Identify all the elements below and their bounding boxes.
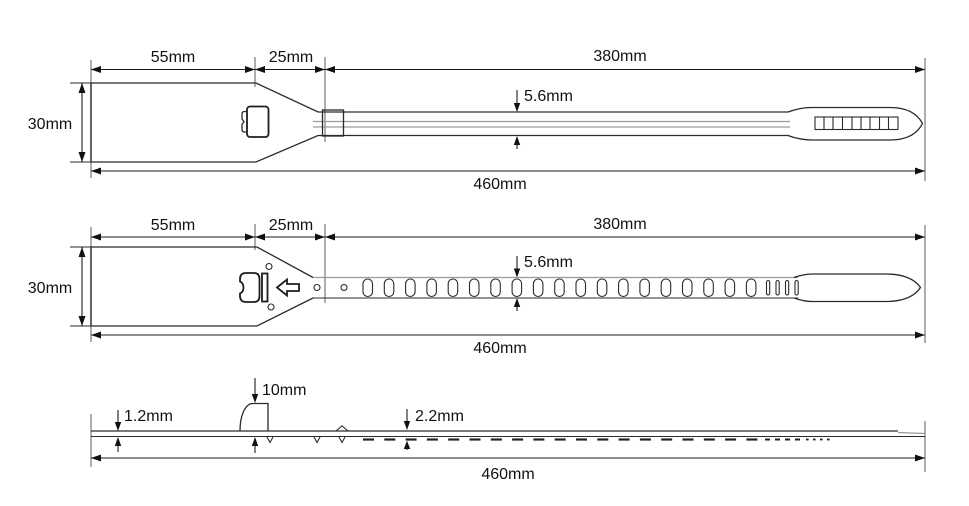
label-55mm: 55mm xyxy=(151,49,195,66)
strap-edge-outline xyxy=(91,402,926,444)
label-460mm: 460mm xyxy=(473,176,526,193)
rivet-hole xyxy=(267,303,275,311)
dimension-460mm: 460mm xyxy=(91,331,925,357)
label-5-6mm: 5.6mm xyxy=(524,88,573,105)
tooth-dashes xyxy=(363,438,830,441)
lock-bar xyxy=(261,272,269,303)
dimension-460mm: 460mm xyxy=(91,167,925,193)
seal-outline-face xyxy=(90,246,922,327)
tooth-tick xyxy=(338,436,346,444)
label-1-2mm: 1.2mm xyxy=(124,408,173,425)
extension-lines xyxy=(70,224,926,343)
dimension-30mm: 30mm xyxy=(28,83,86,162)
strap-hole xyxy=(340,283,348,292)
label-10mm: 10mm xyxy=(262,382,306,399)
label-30mm: 30mm xyxy=(28,280,72,297)
tooth-tick xyxy=(313,436,321,444)
view-bottom-edge-profile: 1.2mm 10mm 2.2mm 460mm xyxy=(90,378,926,483)
dimension-5-6mm: 5.6mm xyxy=(513,254,573,311)
label-460mm: 460mm xyxy=(473,340,526,357)
label-30mm: 30mm xyxy=(28,116,72,133)
label-5-6mm: 5.6mm xyxy=(524,254,573,271)
label-380mm: 380mm xyxy=(593,216,646,233)
lock-bump-profile xyxy=(239,402,269,432)
view-top-side-profile: 55mm 25mm 380mm 30mm xyxy=(28,48,926,193)
dimension-10mm: 10mm xyxy=(251,378,306,453)
dimension-2-2mm: 2.2mm xyxy=(403,408,464,450)
lock-tab-side xyxy=(241,110,247,133)
lock-body xyxy=(239,272,261,303)
dimension-1-2mm: 1.2mm xyxy=(114,408,173,452)
strap-hole xyxy=(313,283,321,292)
label-25mm: 25mm xyxy=(269,49,313,66)
seal-outline-side xyxy=(90,82,924,163)
dimension-5-6mm: 5.6mm xyxy=(513,88,573,149)
extension-lines xyxy=(90,414,926,472)
label-2-2mm: 2.2mm xyxy=(415,408,464,425)
label-460mm: 460mm xyxy=(481,466,534,483)
insert-arrow-icon xyxy=(275,277,300,298)
strap-slits xyxy=(765,279,799,296)
dimension-460mm: 460mm xyxy=(91,454,925,483)
label-55mm: 55mm xyxy=(151,217,195,234)
label-380mm: 380mm xyxy=(593,48,646,65)
lock-body-side xyxy=(246,105,270,138)
lock-tooth-profile xyxy=(335,425,349,432)
label-25mm: 25mm xyxy=(269,217,313,234)
view-middle-face: 55mm 25mm 380mm 30mm xyxy=(28,216,926,357)
dimension-30mm: 30mm xyxy=(28,247,86,326)
tail-teeth-ladder xyxy=(814,116,899,131)
dimension-top-chain: 55mm 25mm 380mm xyxy=(91,216,925,241)
dimension-top-chain: 55mm 25mm 380mm xyxy=(91,48,925,73)
strap-oval-slots xyxy=(362,278,757,298)
neck-block xyxy=(321,109,345,137)
tooth-tick xyxy=(266,436,274,444)
rivet-hole xyxy=(265,262,273,271)
